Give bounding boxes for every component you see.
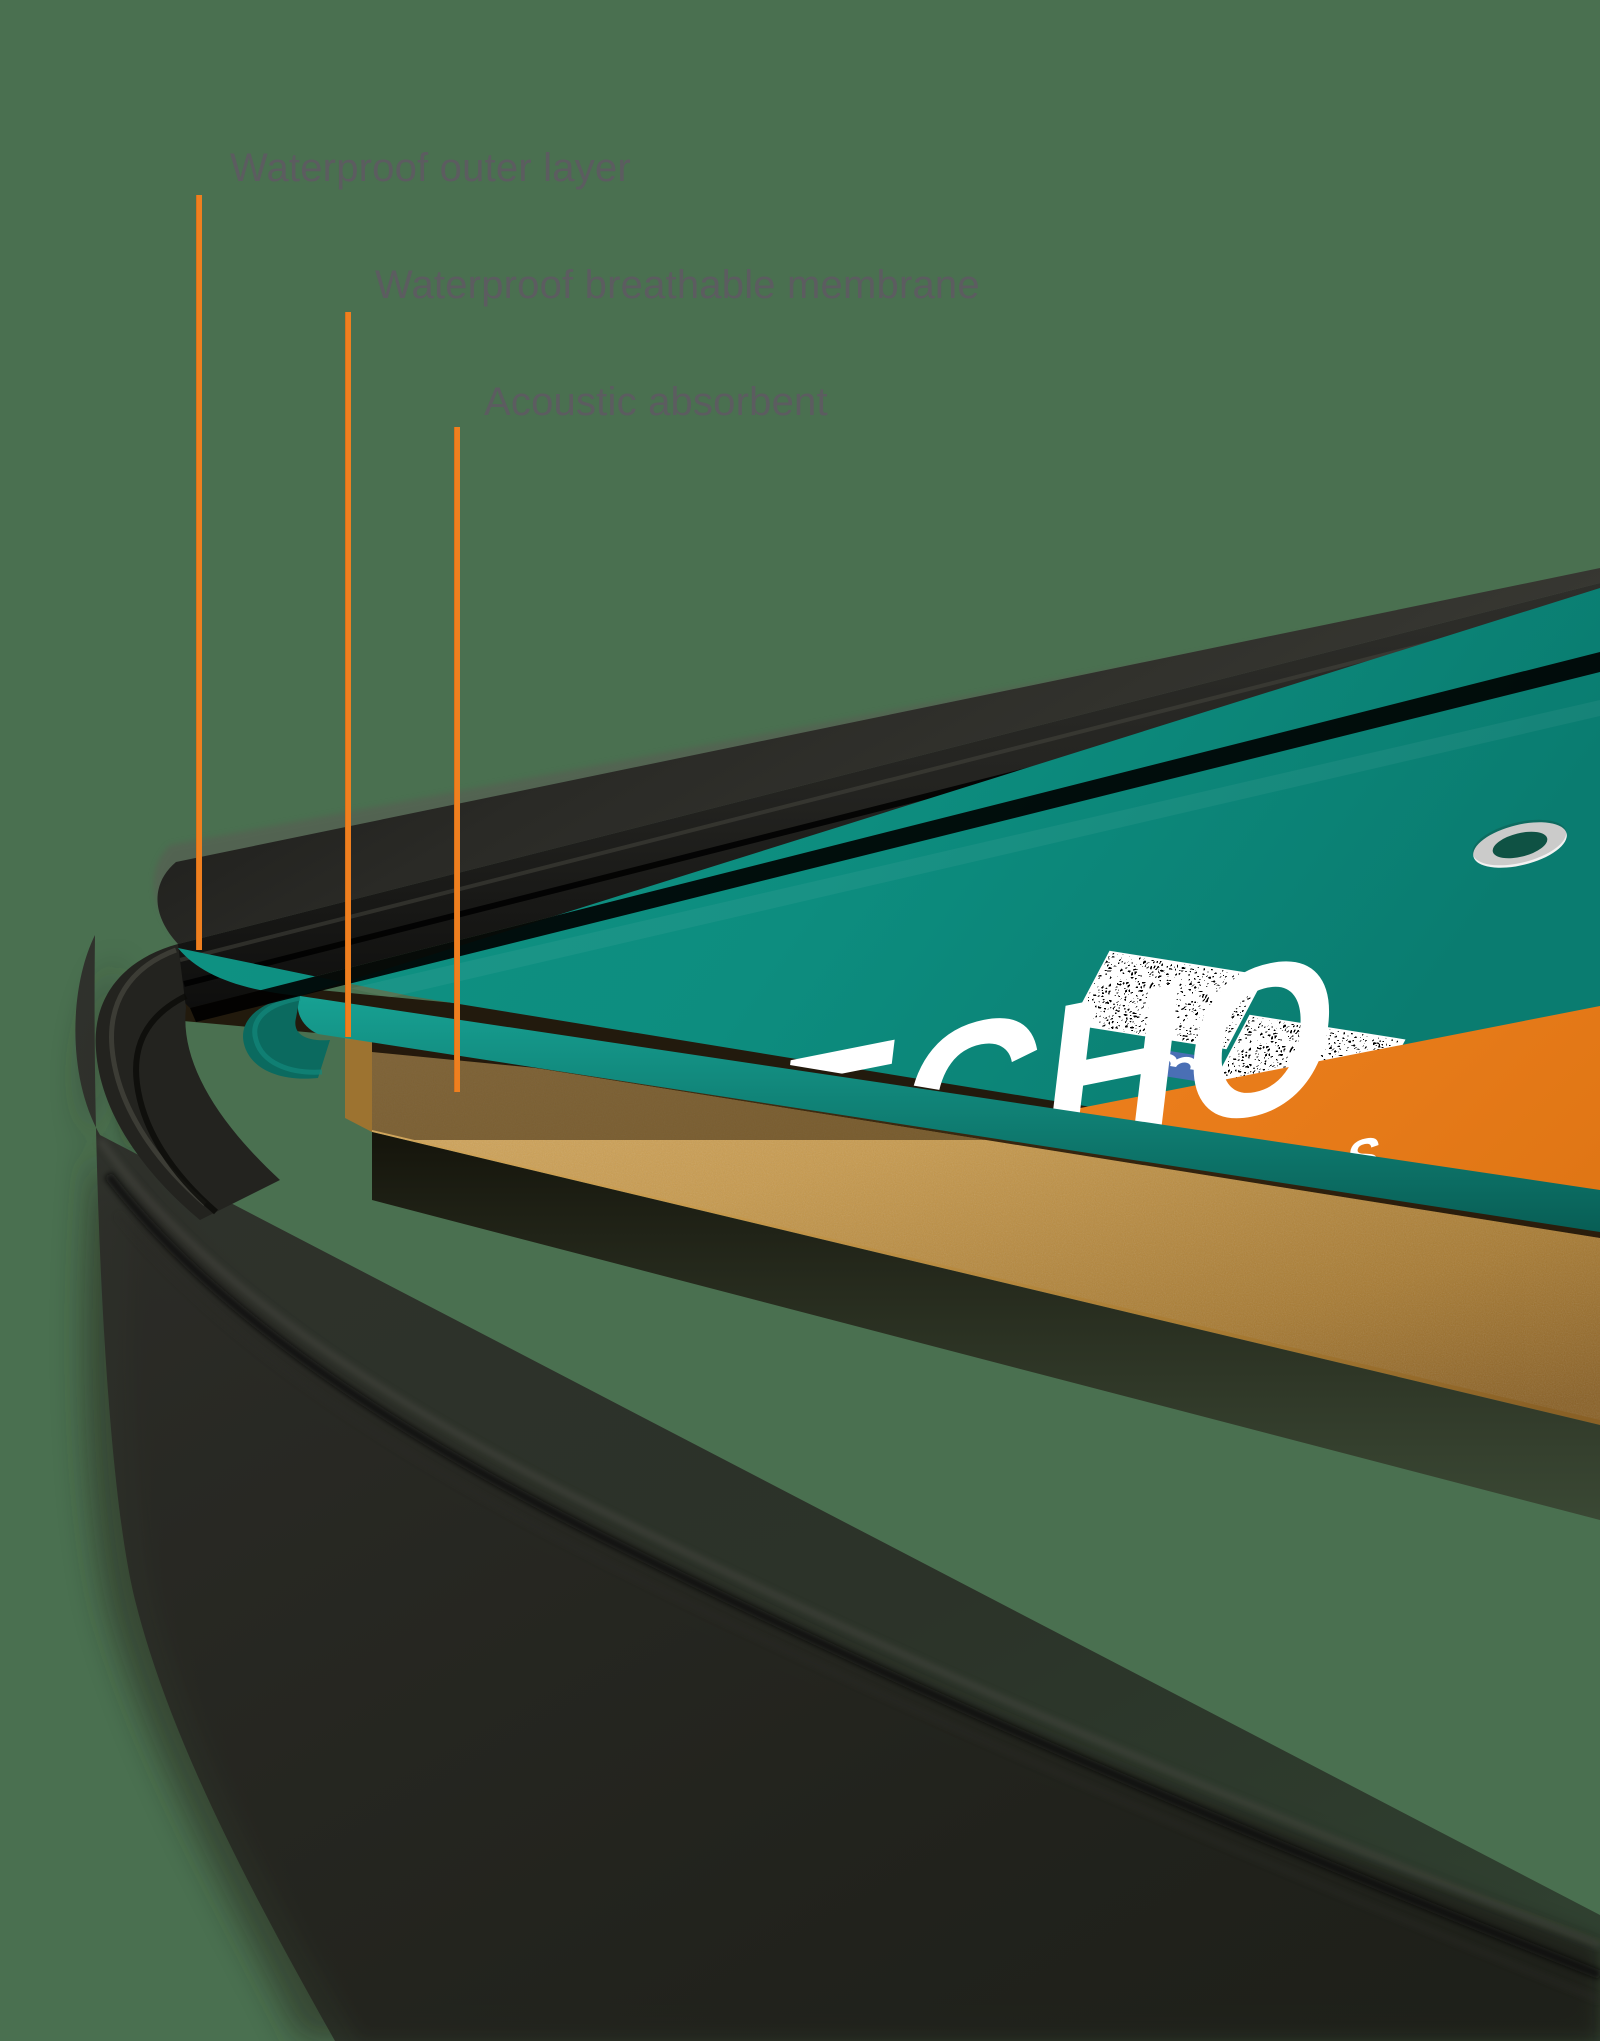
backing-top: [75, 935, 1600, 2041]
foam-left-end: [345, 1030, 372, 1132]
membrane-front-edge: [297, 996, 1600, 1232]
outer-top-surface: [157, 568, 1600, 944]
ear-protection-icon: [1131, 1047, 1221, 1083]
foam-under-shadow: [372, 1132, 1600, 1520]
eyelet-ring-icon: [1472, 819, 1567, 868]
leader-line-absorbent: [454, 427, 460, 1092]
outer-left-curl: [95, 944, 280, 1220]
gap-shadow-outer-membrane: [190, 652, 1600, 1022]
qr-code: [1070, 950, 1266, 1050]
callout-label-waterproof-breathable-membrane: Waterproof breathable membrane: [375, 263, 980, 307]
leader-line-outer-layer: [196, 195, 202, 950]
leader-line-membrane: [345, 312, 351, 1037]
layer-waterproof-outer: [95, 568, 1600, 1220]
callout-label-waterproof-outer-layer: Waterproof outer layer: [230, 146, 631, 190]
panel-backing-slab: [75, 935, 1600, 2041]
callout-label-acoustic-absorbent: Acoustic absorbent: [484, 380, 828, 424]
layer-waterproof-membrane: m ECHO: [178, 588, 1600, 1232]
